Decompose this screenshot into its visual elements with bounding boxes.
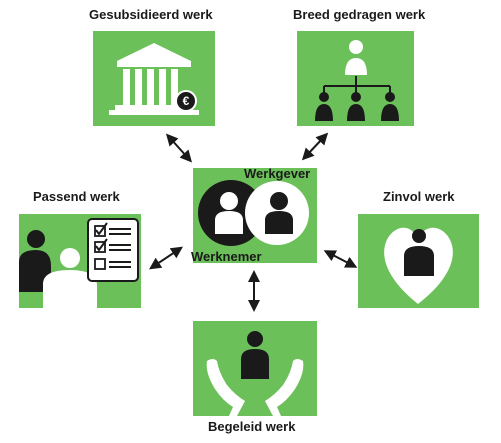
tile-zinvol-werk: [358, 214, 479, 308]
center-icons: [193, 168, 317, 263]
tile-center: [193, 168, 317, 263]
label-breed-gedragen-werk: Breed gedragen werk: [293, 7, 426, 22]
label-gesubsidieerd-werk: Gesubsidieerd werk: [89, 7, 213, 22]
label-werknemer: Werknemer: [191, 249, 262, 264]
double-arrow-icon: [323, 250, 358, 268]
org-chart-icon: [297, 31, 414, 126]
label-werkgever: Werkgever: [244, 166, 311, 181]
double-arrow-icon: [165, 133, 193, 163]
tile-gesubsidieerd-werk: €: [93, 31, 215, 126]
checklist-people-icon: [19, 214, 141, 308]
tile-passend-werk: [19, 214, 141, 308]
tile-breed-gedragen-werk: [297, 31, 414, 126]
tile-begeleid-werk: [193, 321, 317, 416]
label-zinvol-werk: Zinvol werk: [383, 189, 455, 204]
euro-badge: €: [182, 94, 190, 108]
label-passend-werk: Passend werk: [33, 189, 120, 204]
double-arrow-icon: [149, 246, 183, 270]
bank-building-icon: [93, 31, 215, 126]
double-arrow-icon: [301, 132, 329, 161]
heart-person-icon: [358, 214, 479, 308]
supporting-hands-icon: [193, 321, 317, 416]
label-begeleid-werk: Begeleid werk: [208, 419, 296, 434]
